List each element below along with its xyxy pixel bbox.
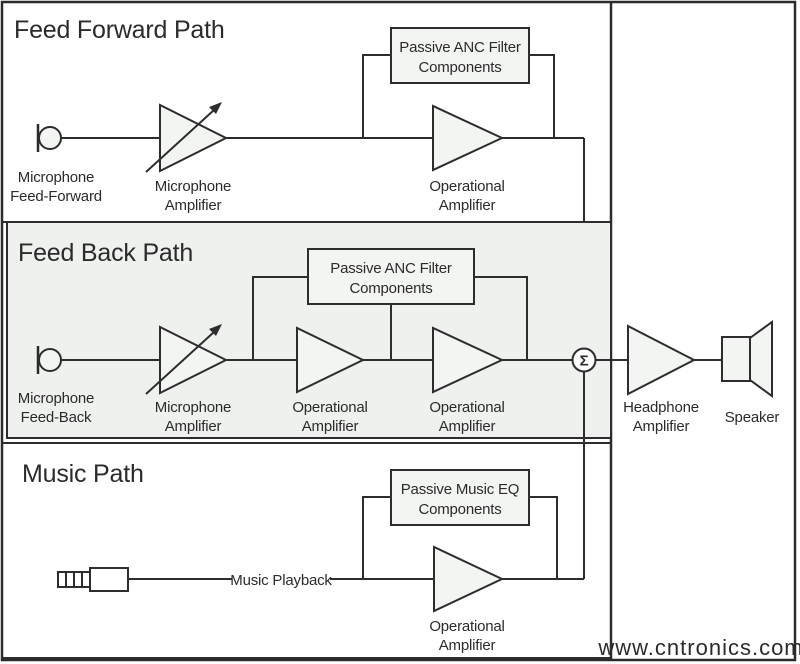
component-label: Microphone xyxy=(18,390,94,407)
component-label: Operational xyxy=(292,399,367,416)
signal-label: Music Playback xyxy=(230,572,332,589)
passive-anc-filter-box: Passive ANC Filter Components xyxy=(307,248,475,305)
watermark: www.cntronics.com xyxy=(597,635,800,660)
component-label: Headphone xyxy=(623,399,699,416)
component-label: Microphone xyxy=(18,169,94,186)
summation-node: Σ xyxy=(571,347,597,373)
passive-music-eq-box: Passive Music EQ Components xyxy=(390,469,530,526)
box-label: Components xyxy=(349,280,432,297)
component-label: Amplifier xyxy=(165,197,222,214)
component-label: Amplifier xyxy=(439,418,496,435)
wire xyxy=(474,276,528,360)
speaker-cone xyxy=(749,320,773,398)
microphone-icon xyxy=(36,346,62,374)
speaker-icon xyxy=(721,320,773,398)
op-amplifier-triangle xyxy=(432,104,505,172)
wire xyxy=(362,496,391,579)
component-label: Operational xyxy=(429,618,504,635)
component-label: Amplifier xyxy=(165,418,222,435)
headphone-amplifier-triangle xyxy=(627,324,697,396)
box-label: Passive Music EQ xyxy=(401,481,520,498)
section-title: Feed Forward Path xyxy=(14,16,225,44)
component-box xyxy=(307,248,475,305)
box-label: Passive ANC Filter xyxy=(399,39,521,56)
op-amplifier-triangle xyxy=(432,326,505,394)
arrowhead-icon xyxy=(209,102,222,114)
component-label: Microphone xyxy=(155,178,231,195)
variable-gain-arrow-icon xyxy=(145,331,215,395)
box-label: Components xyxy=(418,59,501,76)
amplifier-triangle xyxy=(159,103,229,173)
op-amplifier-triangle xyxy=(433,545,505,613)
component-label: Feed-Forward xyxy=(10,188,102,205)
component-label: Operational xyxy=(429,399,504,416)
component-label: Amplifier xyxy=(439,637,496,654)
passive-anc-filter-box: Passive ANC Filter Components xyxy=(390,27,530,84)
output-panel: Σ Headphone Amplifier Speaker www.cntron… xyxy=(571,320,800,660)
mic-amplifier xyxy=(145,102,229,173)
component-label: Operational xyxy=(429,178,504,195)
wire xyxy=(529,496,558,579)
microphone-icon xyxy=(36,124,62,152)
feed-back-section: Feed Back Path Passive ANC Filter Compon… xyxy=(6,221,612,439)
wire xyxy=(529,54,555,138)
audio-jack-icon xyxy=(57,567,129,592)
box-label: Passive ANC Filter xyxy=(330,260,452,277)
arrowhead-icon xyxy=(209,324,222,336)
sigma-symbol: Σ xyxy=(580,353,589,370)
component-label: Amplifier xyxy=(302,418,359,435)
component-label: Speaker xyxy=(725,409,780,426)
op-amplifier-triangle xyxy=(296,326,366,394)
component-label: Feed-Back xyxy=(21,409,92,426)
component-label: Amplifier xyxy=(439,197,496,214)
variable-gain-arrow-icon xyxy=(145,109,215,173)
speaker-driver xyxy=(721,336,751,382)
feed-forward-section: Feed Forward Path Passive ANC Filter Com… xyxy=(2,16,611,349)
section-title: Feed Back Path xyxy=(18,239,193,267)
microphone-capsule xyxy=(38,348,62,372)
music-path-section: Music Path Music Playback Passive Music … xyxy=(1,371,612,659)
component-label: Microphone xyxy=(155,399,231,416)
microphone-capsule xyxy=(38,126,62,150)
box-label: Components xyxy=(418,501,501,518)
component-box xyxy=(390,27,530,84)
wire xyxy=(362,54,391,138)
wire xyxy=(252,276,308,360)
mic-amplifier xyxy=(145,324,229,395)
amplifier-triangle xyxy=(159,325,229,395)
section-title: Music Path xyxy=(22,460,144,488)
component-label: Amplifier xyxy=(633,418,690,435)
jack-body xyxy=(89,567,129,592)
section-background xyxy=(1,442,612,659)
